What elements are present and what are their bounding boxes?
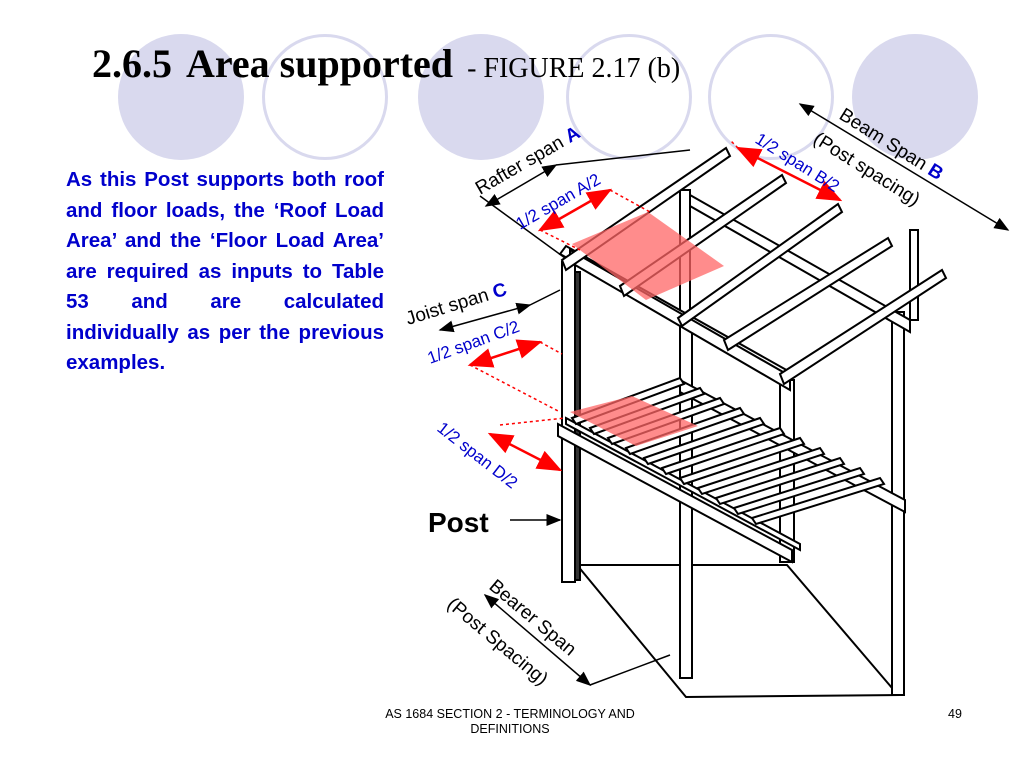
roof-beams	[558, 193, 911, 392]
half-d-dim	[487, 432, 563, 472]
half-c-label: 1/2 span C/2	[425, 317, 522, 368]
framing-diagram: Rafter span A 1/2 span A/2 Beam Span B (…	[403, 103, 1010, 699]
page-number: 49	[948, 707, 962, 721]
rafter-span-dim	[484, 164, 558, 207]
slide-title: 2.6.5 Area supported - FIGURE 2.17 (b)	[92, 40, 680, 87]
ground-outline	[574, 564, 901, 699]
decor-circle-4	[566, 34, 692, 160]
decor-circle-2	[262, 34, 388, 160]
half-b-dim	[735, 146, 843, 202]
half-c-dim	[467, 339, 543, 368]
half-d-label: 1/2 span D/2	[434, 418, 522, 492]
joist-span-label: Joist span C	[403, 279, 509, 330]
roof-rafters	[560, 146, 948, 386]
decor-circle-1	[118, 34, 244, 160]
floor-load-area	[570, 396, 698, 446]
title-main: Area supported	[186, 41, 454, 86]
decor-circle-3	[418, 34, 544, 160]
body-paragraph: As this Post supports both roof and floo…	[66, 168, 384, 374]
footer-text: AS 1684 SECTION 2 - TERMINOLOGY AND DEFI…	[385, 707, 635, 736]
roof-load-area	[572, 212, 724, 300]
bearer-span-dim	[483, 594, 592, 686]
beam-span-dim	[798, 103, 1010, 231]
title-number: 2.6.5	[92, 41, 172, 86]
dimension-lines	[438, 103, 1010, 686]
post-label: Post	[428, 507, 489, 538]
joist-span-dim	[438, 302, 532, 333]
title-subtitle: - FIGURE 2.17 (b)	[467, 53, 681, 84]
half-a-dim	[537, 188, 613, 232]
